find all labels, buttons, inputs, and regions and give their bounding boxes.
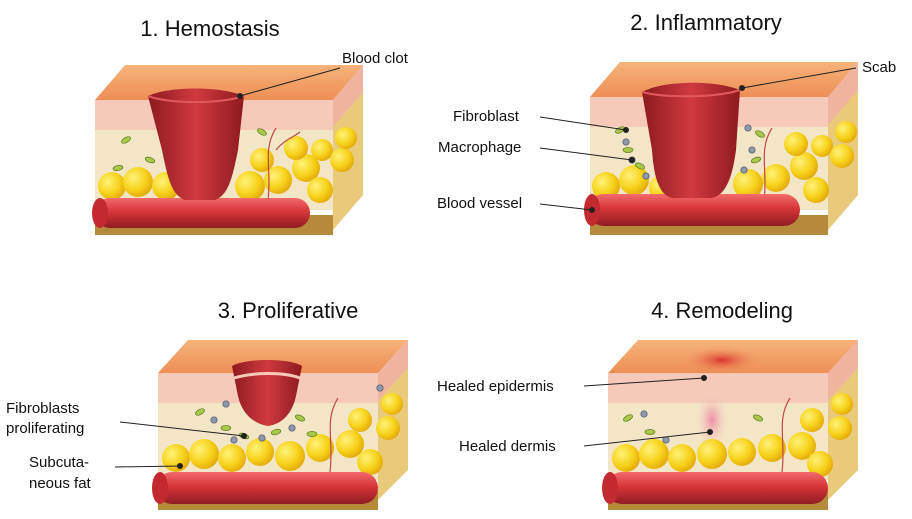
skin-block-remodeling	[602, 340, 858, 510]
label-macrophage: Macrophage	[438, 139, 521, 156]
panel-title-proliferative: 3. Proliferative	[218, 298, 359, 323]
panel-title-hemostasis: 1. Hemostasis	[140, 16, 279, 41]
label-healed-epidermis: Healed epidermis	[437, 378, 554, 395]
skin-block-hemostasis	[92, 65, 363, 235]
label-subcutaneous-fat-line1: Subcuta-	[29, 454, 89, 471]
panel-title-remodeling: 4. Remodeling	[651, 298, 793, 323]
healed-scar	[682, 346, 762, 374]
skin-block-inflammatory	[584, 62, 858, 235]
label-fibroblasts-proliferating-line2: proliferating	[6, 420, 84, 437]
panel-title-inflammatory: 2. Inflammatory	[630, 10, 782, 35]
label-fibroblasts-proliferating-line1: Fibroblasts	[6, 400, 79, 417]
label-subcutaneous-fat-line2: neous fat	[29, 475, 92, 492]
label-fibroblast: Fibroblast	[453, 108, 520, 125]
label-scab: Scab	[862, 59, 896, 76]
blood-vessel	[95, 198, 310, 228]
label-healed-dermis: Healed dermis	[459, 438, 556, 455]
skin-block-proliferative	[152, 340, 408, 510]
label-blood-clot: Blood clot	[342, 50, 409, 67]
label-blood-vessel: Blood vessel	[437, 195, 522, 212]
